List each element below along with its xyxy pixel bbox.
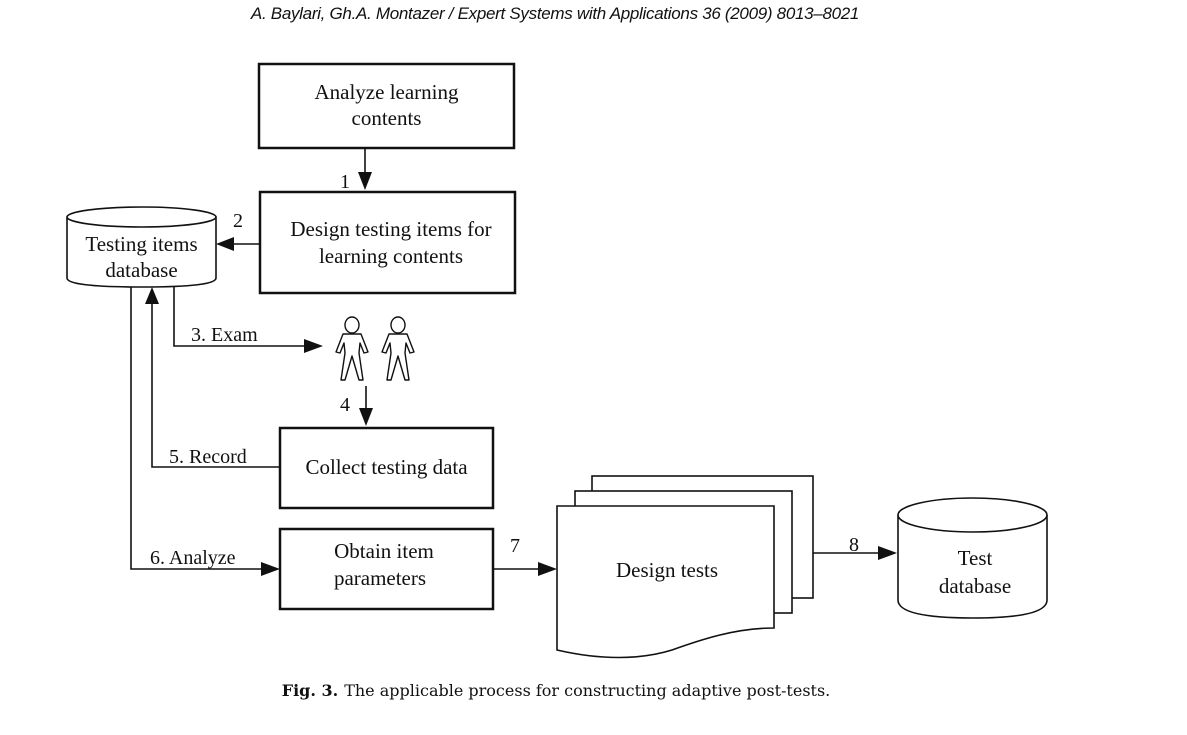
edge-label: 7 [510,535,520,557]
arrowhead-icon [304,339,323,353]
arrowhead-icon [145,287,159,304]
node-label: Obtain item [334,539,434,563]
arrowhead-icon [878,546,897,560]
node-label: learning contents [319,244,463,268]
edge-4: 4 [340,386,373,426]
person-icon [335,316,369,381]
arrowhead-icon [358,172,372,190]
edge-2: 2 [216,210,260,251]
edge-label: 3. Exam [191,324,258,346]
node-analyze-learning-contents: Analyze learning contents [257,62,516,150]
edge-6-analyze: 6. Analyze [130,287,280,576]
edge-7: 7 [493,535,557,576]
node-collect-testing-data: Collect testing data [278,426,495,510]
arrowhead-icon [359,408,373,426]
edge-3-exam: 3. Exam [173,287,323,353]
arrowhead-icon [261,562,280,576]
node-label: database [939,574,1011,598]
figure-caption-text: The applicable process for constructing … [344,681,831,700]
node-label: Analyze learning [314,80,459,104]
figure-caption: Fig. 3. The applicable process for constr… [0,681,1112,700]
node-label: contents [352,106,422,130]
edge-8: 8 [813,534,897,560]
figure-label: Fig. 3. [281,681,339,700]
node-test-database: Test database [897,497,1048,619]
node-label: database [105,258,177,282]
node-design-testing-items: Design testing items for learning conten… [258,190,517,295]
node-label: Design tests [616,558,718,582]
node-label: Testing items [85,232,197,256]
node-label: Test [958,546,993,570]
running-head: A. Baylari, Gh.A. Montazer / Expert Syst… [250,4,860,23]
edge-label: 4 [340,394,350,416]
edge-label: 8 [849,534,859,556]
node-label: parameters [334,566,426,590]
person-icon [381,316,415,381]
arrowhead-icon [216,237,234,251]
node-students [335,316,415,381]
node-testing-items-database: Testing items database [66,206,217,288]
edge-label: 1 [340,171,350,193]
node-label: Design testing items for [290,217,491,241]
edge-1: 1 [340,148,372,193]
arrowhead-icon [538,562,557,576]
edge-label: 2 [233,210,243,232]
edge-label: 6. Analyze [150,547,236,569]
edge-label: 5. Record [169,446,247,468]
node-design-tests: Design tests [556,475,814,659]
node-obtain-item-parameters: Obtain item parameters [278,527,495,611]
edge-5-record: 5. Record [145,287,280,468]
node-label: Collect testing data [305,455,468,479]
